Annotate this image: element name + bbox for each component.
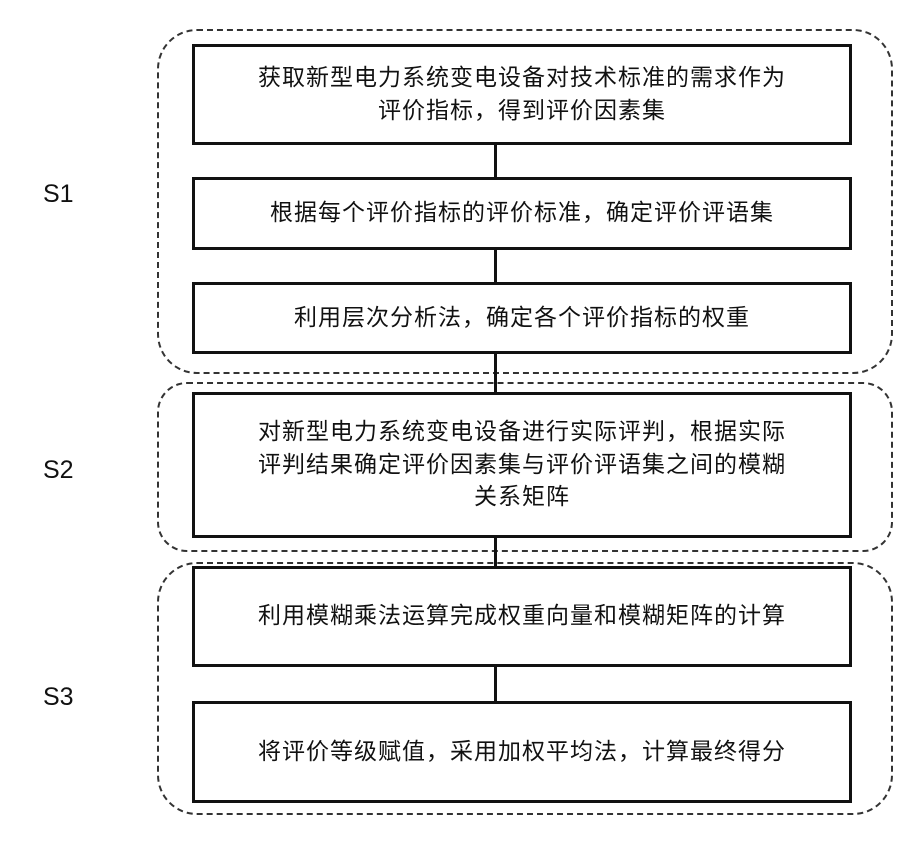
process-box-5: 利用模糊乘法运算完成权重向量和模糊矩阵的计算 bbox=[192, 566, 852, 667]
step-label-s1: S1 bbox=[43, 180, 74, 209]
connector-1-2 bbox=[494, 143, 497, 179]
step-label-s3: S3 bbox=[43, 683, 74, 712]
connector-5-6 bbox=[494, 665, 497, 703]
process-box-1: 获取新型电力系统变电设备对技术标准的需求作为 评价指标，得到评价因素集 bbox=[192, 44, 852, 145]
connector-2-3 bbox=[494, 248, 497, 284]
process-box-4: 对新型电力系统变电设备进行实际评判，根据实际 评判结果确定评价因素集与评价评语集… bbox=[192, 392, 852, 538]
connector-3-4 bbox=[494, 352, 497, 394]
connector-4-5 bbox=[494, 536, 497, 568]
process-box-3: 利用层次分析法，确定各个评价指标的权重 bbox=[192, 282, 852, 354]
step-label-s2: S2 bbox=[43, 456, 74, 485]
process-box-2: 根据每个评价指标的评价标准，确定评价评语集 bbox=[192, 177, 852, 250]
process-box-6: 将评价等级赋值，采用加权平均法，计算最终得分 bbox=[192, 701, 852, 803]
